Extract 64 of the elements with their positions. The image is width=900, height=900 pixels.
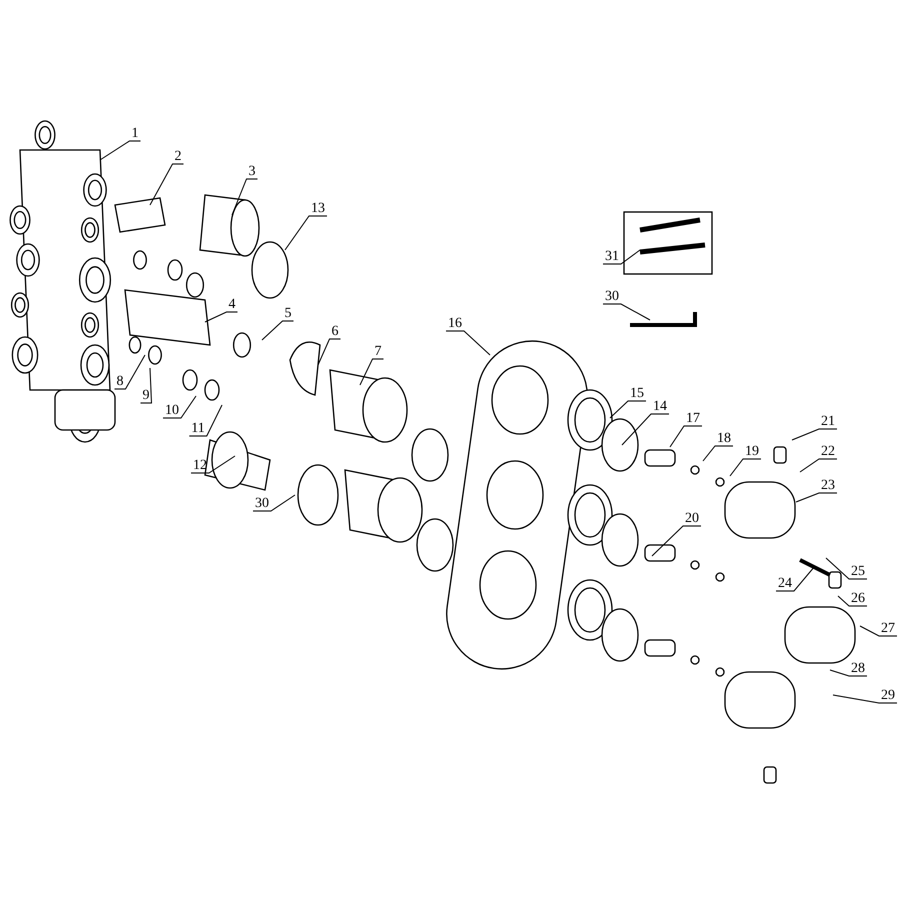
callout-number: 9 xyxy=(140,389,152,403)
leader-line xyxy=(446,330,490,356)
leader-line xyxy=(252,494,296,512)
leader-line xyxy=(114,354,146,390)
leader-line xyxy=(610,400,646,418)
leader-line xyxy=(832,694,898,704)
callout-number: 15 xyxy=(628,387,646,401)
callout-number: 21 xyxy=(819,415,837,429)
callout-number: 25 xyxy=(849,565,867,579)
leader-line xyxy=(730,458,762,476)
callout-number: 22 xyxy=(819,445,837,459)
callout-number: 20 xyxy=(683,512,701,526)
callout-number: 16 xyxy=(446,317,464,331)
leader-line xyxy=(670,426,702,448)
leader-line xyxy=(830,670,868,676)
leader-line xyxy=(318,338,341,366)
leader-line xyxy=(860,626,898,636)
callout-number: 30 xyxy=(253,497,271,511)
callout-number: 3 xyxy=(246,165,258,179)
leader-line xyxy=(232,178,258,216)
leader-line xyxy=(602,250,640,264)
callout-number: 8 xyxy=(114,375,126,389)
callout-number: 10 xyxy=(163,404,181,418)
leader-line xyxy=(100,140,141,160)
leader-line xyxy=(150,164,184,206)
callout-number: 27 xyxy=(879,622,897,636)
callout-number: 14 xyxy=(651,400,669,414)
callout-number: 30 xyxy=(603,290,621,304)
leader-line xyxy=(188,404,222,436)
leader-line xyxy=(204,312,238,322)
leader-line xyxy=(652,526,702,556)
callout-number: 28 xyxy=(849,662,867,676)
callout-number: 31 xyxy=(603,250,621,264)
callout-number: 17 xyxy=(684,412,702,426)
callout-number: 5 xyxy=(282,307,294,321)
leader-line xyxy=(602,304,650,320)
callout-number: 19 xyxy=(743,445,761,459)
callout-number: 13 xyxy=(309,202,327,216)
leader-line xyxy=(826,558,868,580)
callout-number: 11 xyxy=(189,422,207,436)
callout-number: 18 xyxy=(715,432,733,446)
leader-line xyxy=(140,368,152,404)
leader-line xyxy=(162,396,196,418)
leader-line xyxy=(776,566,816,592)
callout-number: 12 xyxy=(191,459,209,473)
leader-line xyxy=(262,320,294,340)
leader-line xyxy=(792,428,838,440)
callout-number: 1 xyxy=(130,127,140,141)
leader-line xyxy=(284,216,328,250)
callout-number: 2 xyxy=(172,150,184,164)
leader-line xyxy=(190,456,236,474)
callout-number: 4 xyxy=(226,298,238,312)
leader-line xyxy=(622,414,670,446)
callout-number: 24 xyxy=(776,577,794,591)
leader-line xyxy=(796,492,838,502)
callout-number: 29 xyxy=(879,689,897,703)
callout-number: 6 xyxy=(330,325,340,339)
leader-line xyxy=(800,458,838,472)
callout-number: 7 xyxy=(372,345,384,359)
leader-line xyxy=(360,358,384,386)
callout-number: 26 xyxy=(849,592,867,606)
leader-line xyxy=(838,596,868,606)
callout-number: 23 xyxy=(819,479,837,493)
leader-line xyxy=(702,446,734,462)
